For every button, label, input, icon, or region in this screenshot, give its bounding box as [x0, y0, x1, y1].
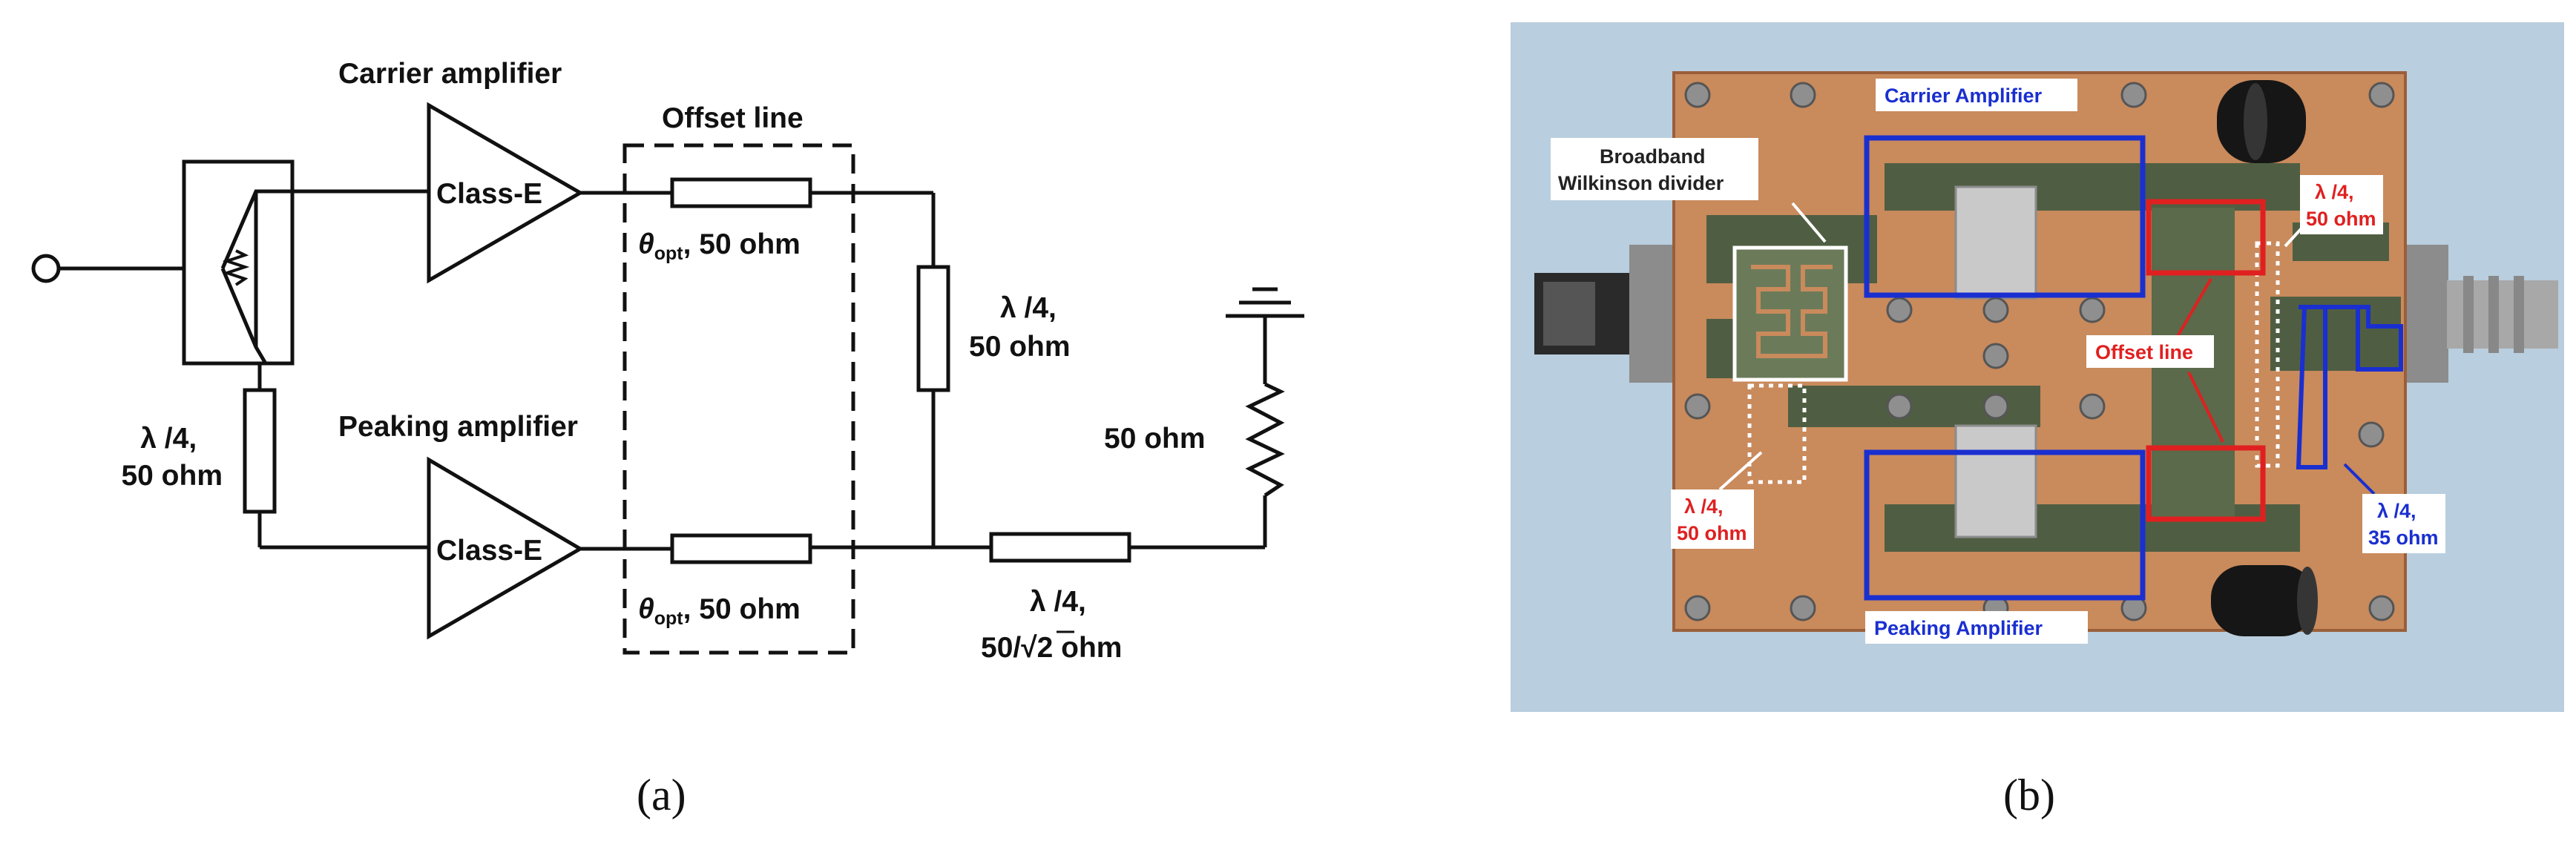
wilkinson-label-box: [1551, 138, 1758, 200]
carrier-class-e-amp: [427, 102, 584, 284]
divider-resistor: [222, 249, 250, 286]
divider-box: [182, 159, 295, 366]
output-line-label-line2: 50/√2 ohm: [981, 632, 1123, 664]
caption-b: (b): [2003, 771, 2055, 819]
input-terminal: [31, 254, 61, 283]
offset-line-box-top: [2146, 199, 2266, 276]
qw-right-label-box: [2362, 494, 2445, 553]
arrow-qw-right: [2343, 463, 2376, 495]
peaking-amplifier-box: [1864, 449, 2146, 601]
arrow-offset-bottom: [2187, 372, 2224, 443]
output-line-label-line1: λ /4,: [1030, 586, 1086, 618]
qw-top-label-line1: λ /4,: [2315, 181, 2354, 203]
qw-right-label: λ /4, 35 ohm: [2368, 500, 2439, 549]
carrier-amplifier-label: Carrier Amplifier: [1885, 85, 2043, 107]
class-e-bottom-label: Class-E: [436, 535, 542, 567]
trace-region: [1885, 504, 2300, 552]
dotted-pad-left: [1747, 383, 1807, 484]
vertical-quarter-wave-line: [916, 265, 950, 392]
carrier-amplifier-label: Carrier amplifier: [338, 58, 562, 90]
peaking-amplifier-label: Peaking amplifier: [338, 411, 578, 443]
offset-line-label: Offset line: [2095, 341, 2193, 363]
arrow-wilkinson: [1791, 202, 1827, 243]
ohm-suffix: ohm: [1053, 632, 1122, 664]
qw-left-label-line2: 50 ohm: [1677, 522, 1747, 544]
offset-line-label-box: [2086, 335, 2214, 368]
radicand: 2: [1037, 632, 1054, 664]
carrier-amplifier-box: [1864, 135, 2146, 298]
load-resistor-label: 50 ohm: [1104, 423, 1206, 455]
carrier-transistor-plate: [1954, 185, 2037, 300]
electrolytic-capacitor-bottom: [2211, 565, 2318, 636]
theta-symbol: θ: [638, 593, 654, 625]
left-quarter-wave-label: λ /4, 50 ohm: [121, 423, 223, 492]
wilkinson-meander: [1751, 265, 1833, 358]
offset-line-label: Offset line: [662, 102, 804, 134]
left-quarter-wave-line: [243, 388, 277, 514]
bottom-theta-label: θopt, 50 ohm: [638, 593, 801, 629]
radical-sign: √: [1021, 632, 1037, 664]
theta-symbol: θ: [638, 228, 654, 260]
vertical-quarter-wave-label-line1: λ /4,: [1000, 292, 1057, 324]
electrolytic-capacitor-top: [2217, 80, 2306, 163]
left-quarter-wave-label-line1: λ /4,: [140, 423, 197, 455]
output-line-label: λ /4, 50/√2 ohm: [981, 586, 1123, 664]
output-sma-connector: [2404, 245, 2558, 383]
qw-left-label-box: [1671, 489, 1754, 549]
caption-a: (a): [637, 771, 686, 819]
qw-right-label-line2: 35 ohm: [2368, 527, 2439, 549]
offset-line-dashed-box: [622, 143, 855, 655]
theta-subscript: opt: [654, 243, 684, 264]
ratio-prefix: 50/: [981, 632, 1021, 664]
wilkinson-label: Broadband Wilkinson divider: [1558, 145, 1724, 194]
bottom-offset-line-element: [670, 533, 812, 564]
top-offset-line-element: [670, 177, 812, 208]
wilkinson-label-line2: Wilkinson divider: [1558, 172, 1724, 194]
class-e-top-label: Class-E: [436, 178, 542, 210]
theta-subscript: opt: [654, 608, 684, 629]
qw-right-label-line1: λ /4,: [2377, 500, 2416, 522]
carrier-amplifier-label-box: [1876, 79, 2077, 111]
output-quarter-wave-line: [989, 532, 1131, 563]
theta-impedance: , 50 ohm: [683, 593, 801, 625]
qw-top-label: λ /4, 50 ohm: [2306, 181, 2376, 230]
top-theta-label: θopt, 50 ohm: [638, 228, 801, 264]
qw-left-label: λ /4, 50 ohm: [1677, 495, 1747, 544]
theta-impedance: , 50 ohm: [683, 228, 801, 260]
peaking-amplifier-label-box: [1865, 611, 2088, 644]
qw-left-label-line1: λ /4,: [1684, 495, 1724, 518]
arrow-offset-top: [2172, 277, 2212, 344]
load-resistor: [1245, 382, 1285, 498]
vertical-quarter-wave-label: λ /4, 50 ohm: [969, 292, 1071, 363]
offset-line-box-bottom: [2146, 445, 2266, 522]
peaking-class-e-amp: [427, 456, 584, 640]
qw-top-label-line2: 50 ohm: [2306, 208, 2376, 230]
panel-a-schematic: [31, 102, 1304, 655]
quarter-wave-35-ohm-outline: [2296, 305, 2403, 469]
panel-b-photo: Carrier Amplifier Peaking Amplifier Broa…: [1511, 22, 2564, 712]
arrow-qw-left: [1718, 451, 1763, 491]
wilkinson-label-line1: Broadband: [1600, 145, 1706, 168]
vertical-quarter-wave-label-line2: 50 ohm: [969, 331, 1071, 363]
ground-symbol: [1226, 287, 1304, 318]
dotted-pad-right: [2255, 241, 2280, 468]
input-sma-connector: [1534, 245, 1674, 383]
qw-top-label-box: [2300, 175, 2383, 234]
left-quarter-wave-label-line2: 50 ohm: [121, 460, 223, 492]
peaking-transistor-plate: [1954, 424, 2037, 538]
peaking-amplifier-label: Peaking Amplifier: [1874, 617, 2043, 639]
